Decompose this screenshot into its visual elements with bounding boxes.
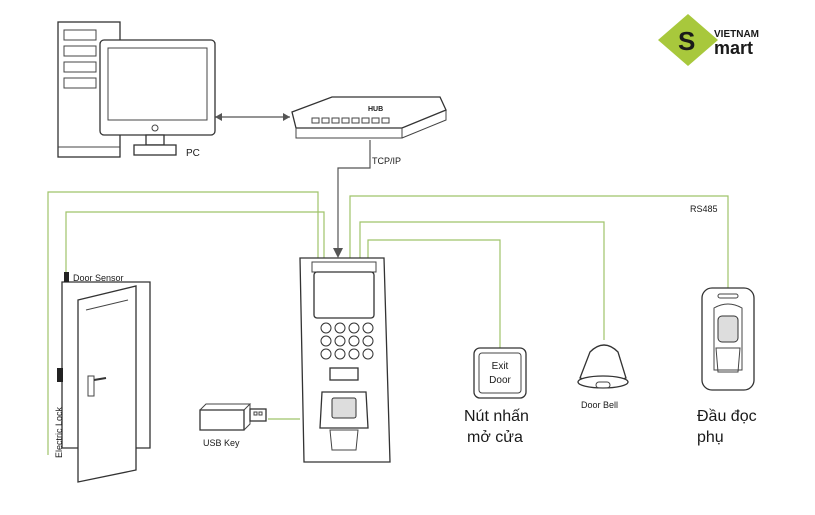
- exit-label-line2: Door: [489, 375, 511, 386]
- tcpip-link: [337, 140, 371, 252]
- arrow-down-icon: [333, 248, 343, 258]
- pc-monitor: [99, 39, 216, 156]
- door-sensor-label: Door Sensor: [73, 273, 124, 283]
- switch-ports: [311, 117, 390, 124]
- reader-caption-line1: Đầu đọc: [697, 408, 757, 425]
- logo-line1: VIETNAM: [714, 29, 759, 40]
- switch-brand: HUB: [368, 106, 383, 113]
- arrow-left-icon: [215, 113, 222, 121]
- reader-caption-line2: phụ: [697, 429, 724, 446]
- wire-door-bell: [359, 221, 605, 340]
- door: [57, 272, 151, 483]
- fingerprint-sensor: [331, 397, 357, 419]
- door-sensor-device: [64, 272, 69, 282]
- usb-key: [199, 403, 267, 431]
- electric-lock-device: [57, 368, 63, 382]
- wire-door-sensor: [65, 211, 325, 272]
- electric-lock-label: Electric Lock: [54, 406, 64, 458]
- aux-reader: [701, 287, 755, 391]
- network-switch: HUB: [291, 96, 447, 139]
- exit-caption-line2: mở cửa: [467, 429, 523, 446]
- usb-key-label: USB Key: [203, 438, 240, 448]
- logo-line2: mart: [714, 38, 753, 58]
- door-handle-plate: [87, 375, 95, 397]
- wire-exit-button: [367, 239, 501, 348]
- exit-button: [473, 347, 527, 399]
- keypad: [320, 322, 374, 360]
- logo-letter: S: [678, 26, 695, 56]
- door-bell-label: Door Bell: [581, 400, 618, 410]
- exit-label-line1: Exit: [492, 361, 509, 372]
- door-handle: [93, 377, 107, 381]
- controller-terminal: [299, 257, 391, 463]
- wires: [47, 113, 729, 455]
- wire-electric-lock: [47, 191, 319, 455]
- rs485-label: RS485: [690, 204, 718, 214]
- aux-fingerprint-sensor: [717, 315, 739, 343]
- controller-screen: [313, 271, 375, 319]
- brand-logo: S VIETNAM mart: [658, 14, 759, 66]
- card-reader-slot: [329, 367, 359, 381]
- exit-caption-line1: Nút nhấn: [464, 408, 529, 425]
- arrow-right-icon: [283, 113, 290, 121]
- door-bell: [577, 344, 629, 389]
- logo-diamond: [658, 14, 718, 66]
- pc-label: PC: [186, 148, 200, 159]
- wire-rs485: [349, 195, 729, 288]
- tcpip-label: TCP/IP: [372, 156, 401, 166]
